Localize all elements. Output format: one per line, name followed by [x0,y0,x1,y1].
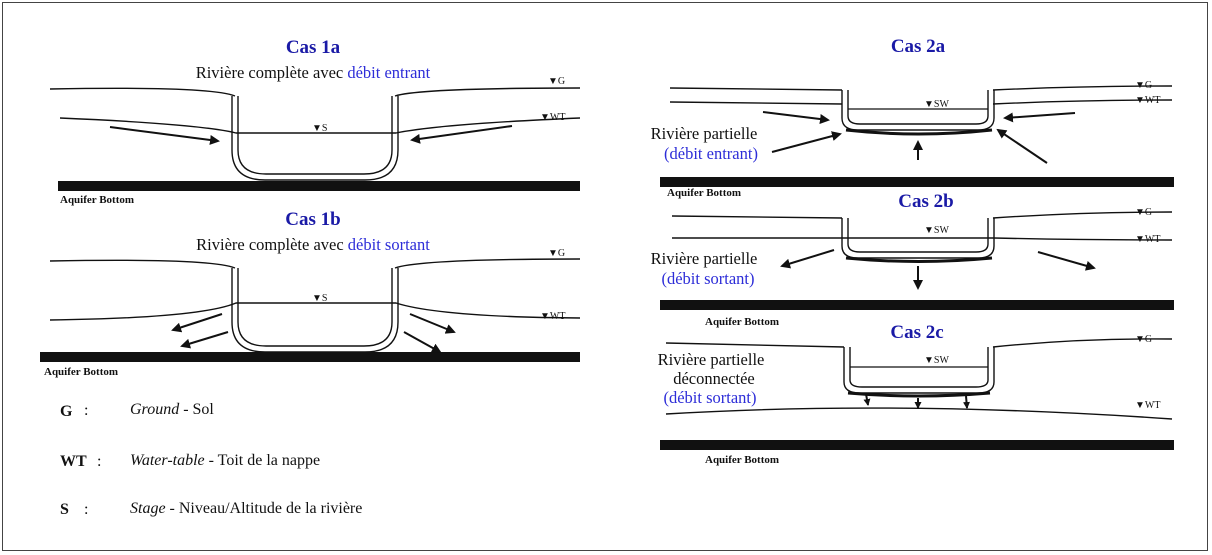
case-2a-ground-line [669,85,1173,91]
case-1a-wt-label: ▼WT [540,112,565,123]
case-1b-ground-line [49,258,581,269]
legend-item-g: G : Ground - Sol [60,401,214,420]
case-1b-flow-arrow-right-lower [403,331,442,353]
case-2b-arrow-left [780,249,835,269]
case-1b-aquifer-bar [40,352,580,362]
case-2c-label-line3: (débit sortant) [663,388,756,407]
case-2b-sw-label: ▼SW [924,225,949,236]
case-1b-wt-label: ▼WT [540,311,565,322]
case-2b-aquifer-bar [660,300,1174,310]
svg-text::: : [84,501,88,518]
case-1b-flow-arrow-left-upper [171,313,223,333]
case-2b-label-line1: Rivière partielle [651,249,758,268]
case-2a-sw-label: ▼SW [924,99,949,110]
case-2a-aquifer-label: Aquifer Bottom [667,187,741,199]
case-1a-panel: Cas 1a Rivière complète avec débit entra… [49,37,581,206]
case-1a-subtitle-prefix: Rivière complète avec [196,63,348,82]
case-1a-aquifer-bar [58,181,580,191]
case-2b-aquifer-label: Aquifer Bottom [705,316,779,328]
legend-item-s-text: Stage - Niveau/Altitude de la rivière [130,500,362,517]
case-2c-arrow-3 [963,395,970,409]
case-1b-water-table-line [49,302,581,321]
case-2b-ground-label: ▼G [1135,207,1152,218]
case-2a-title: Cas 2a [891,36,946,57]
case-2c-aquifer-label: Aquifer Bottom [705,454,779,466]
case-2a-ground-label: ▼G [1135,80,1152,91]
case-2a-label-line1: Rivière partielle [651,124,758,143]
svg-text::: : [97,453,101,470]
case-1a-stage-label: ▼S [312,123,327,134]
legend-item-wt: WT : Water-table - Toit de la nappe [60,452,320,470]
legend-item-s: S : Stage - Niveau/Altitude de la rivièr… [60,500,362,518]
case-1b-river-channel [231,268,399,353]
case-1b-flow-arrow-right-upper [409,313,456,334]
legend-item-wt-text: Water-table - Toit de la nappe [130,452,320,469]
case-1a-aquifer-label: Aquifer Bottom [60,194,134,206]
case-1b-title: Cas 1b [285,209,340,230]
case-2a-water-table-line [669,99,1173,105]
case-1b-subtitle-flow: débit sortant [348,235,430,254]
case-1b-stage-label: ▼S [312,293,327,304]
case-2c-label-line1: Rivière partielle [658,350,765,369]
case-2a-wt-label: ▼WT [1135,95,1160,106]
case-1b-subtitle: Rivière complète avec débit sortant [196,235,430,254]
case-1a-river-channel [231,96,399,181]
case-1b-panel: Cas 1b Rivière complète avec débit sorta… [40,209,581,378]
case-2b-title: Cas 2b [898,191,953,212]
case-1a-ground-label: ▼G [548,76,565,87]
case-2c-ground-line [665,338,1173,348]
case-2c-title: Cas 2c [890,322,943,343]
case-2c-aquifer-bar [660,440,1174,450]
legend-item-g-text: Ground - Sol [130,401,214,418]
case-2b-arrow-right [1037,251,1096,271]
case-2b-ground-line [671,211,1173,219]
case-2b-label-line2: (débit sortant) [661,269,754,288]
case-1b-flow-arrow-left-lower [180,331,229,349]
case-2a-panel: Cas 2a Aquifer Bottom Rivière partielle … [651,36,1174,199]
case-1b-ground-label: ▼G [548,248,565,259]
case-1a-ground-line [49,87,581,97]
case-2a-label-line2: (débit entrant) [664,144,758,163]
svg-text::: : [84,402,88,419]
case-2a-aquifer-bar [660,177,1174,187]
case-2c-river-channel [843,347,995,394]
case-1a-subtitle-flow: débit entrant [347,63,430,82]
case-2b-river-channel [841,218,995,259]
case-2c-ground-label: ▼G [1135,334,1152,345]
case-2c-wt-label: ▼WT [1135,400,1160,411]
case-2c-panel: Cas 2c Aquifer Bottom Rivière partielle … [658,322,1174,466]
svg-text:G: G [60,403,73,420]
case-2c-water-table-line [665,407,1173,420]
case-2c-label-line2: déconnectée [673,369,755,388]
case-1a-flow-arrow-left [109,126,220,145]
legend: G : Ground - Sol WT : Water-table - Toit… [60,401,362,518]
case-1b-aquifer-label: Aquifer Bottom [44,366,118,378]
case-2a-river-channel [841,90,995,131]
case-2b-panel: Cas 2b Aquifer Bottom Rivière partielle … [651,191,1174,328]
case-2a-arrow-5 [1003,112,1076,123]
case-2b-water-table-line [671,237,1173,241]
case-1a-subtitle: Rivière complète avec débit entrant [196,63,431,82]
case-2c-arrow-1 [863,393,871,406]
case-1a-water-table-line [59,117,581,134]
svg-text:WT: WT [60,453,87,470]
case-2a-arrow-1 [762,111,830,124]
case-2a-arrow-4 [996,128,1048,164]
case-1b-subtitle-prefix: Rivière complète avec [196,235,348,254]
svg-text:S: S [60,501,69,518]
case-2b-wt-label: ▼WT [1135,234,1160,245]
case-2a-arrow-2 [771,131,842,153]
case-2c-sw-label: ▼SW [924,355,949,366]
case-1a-title: Cas 1a [286,37,341,58]
case-1a-flow-arrow-right [410,125,513,144]
